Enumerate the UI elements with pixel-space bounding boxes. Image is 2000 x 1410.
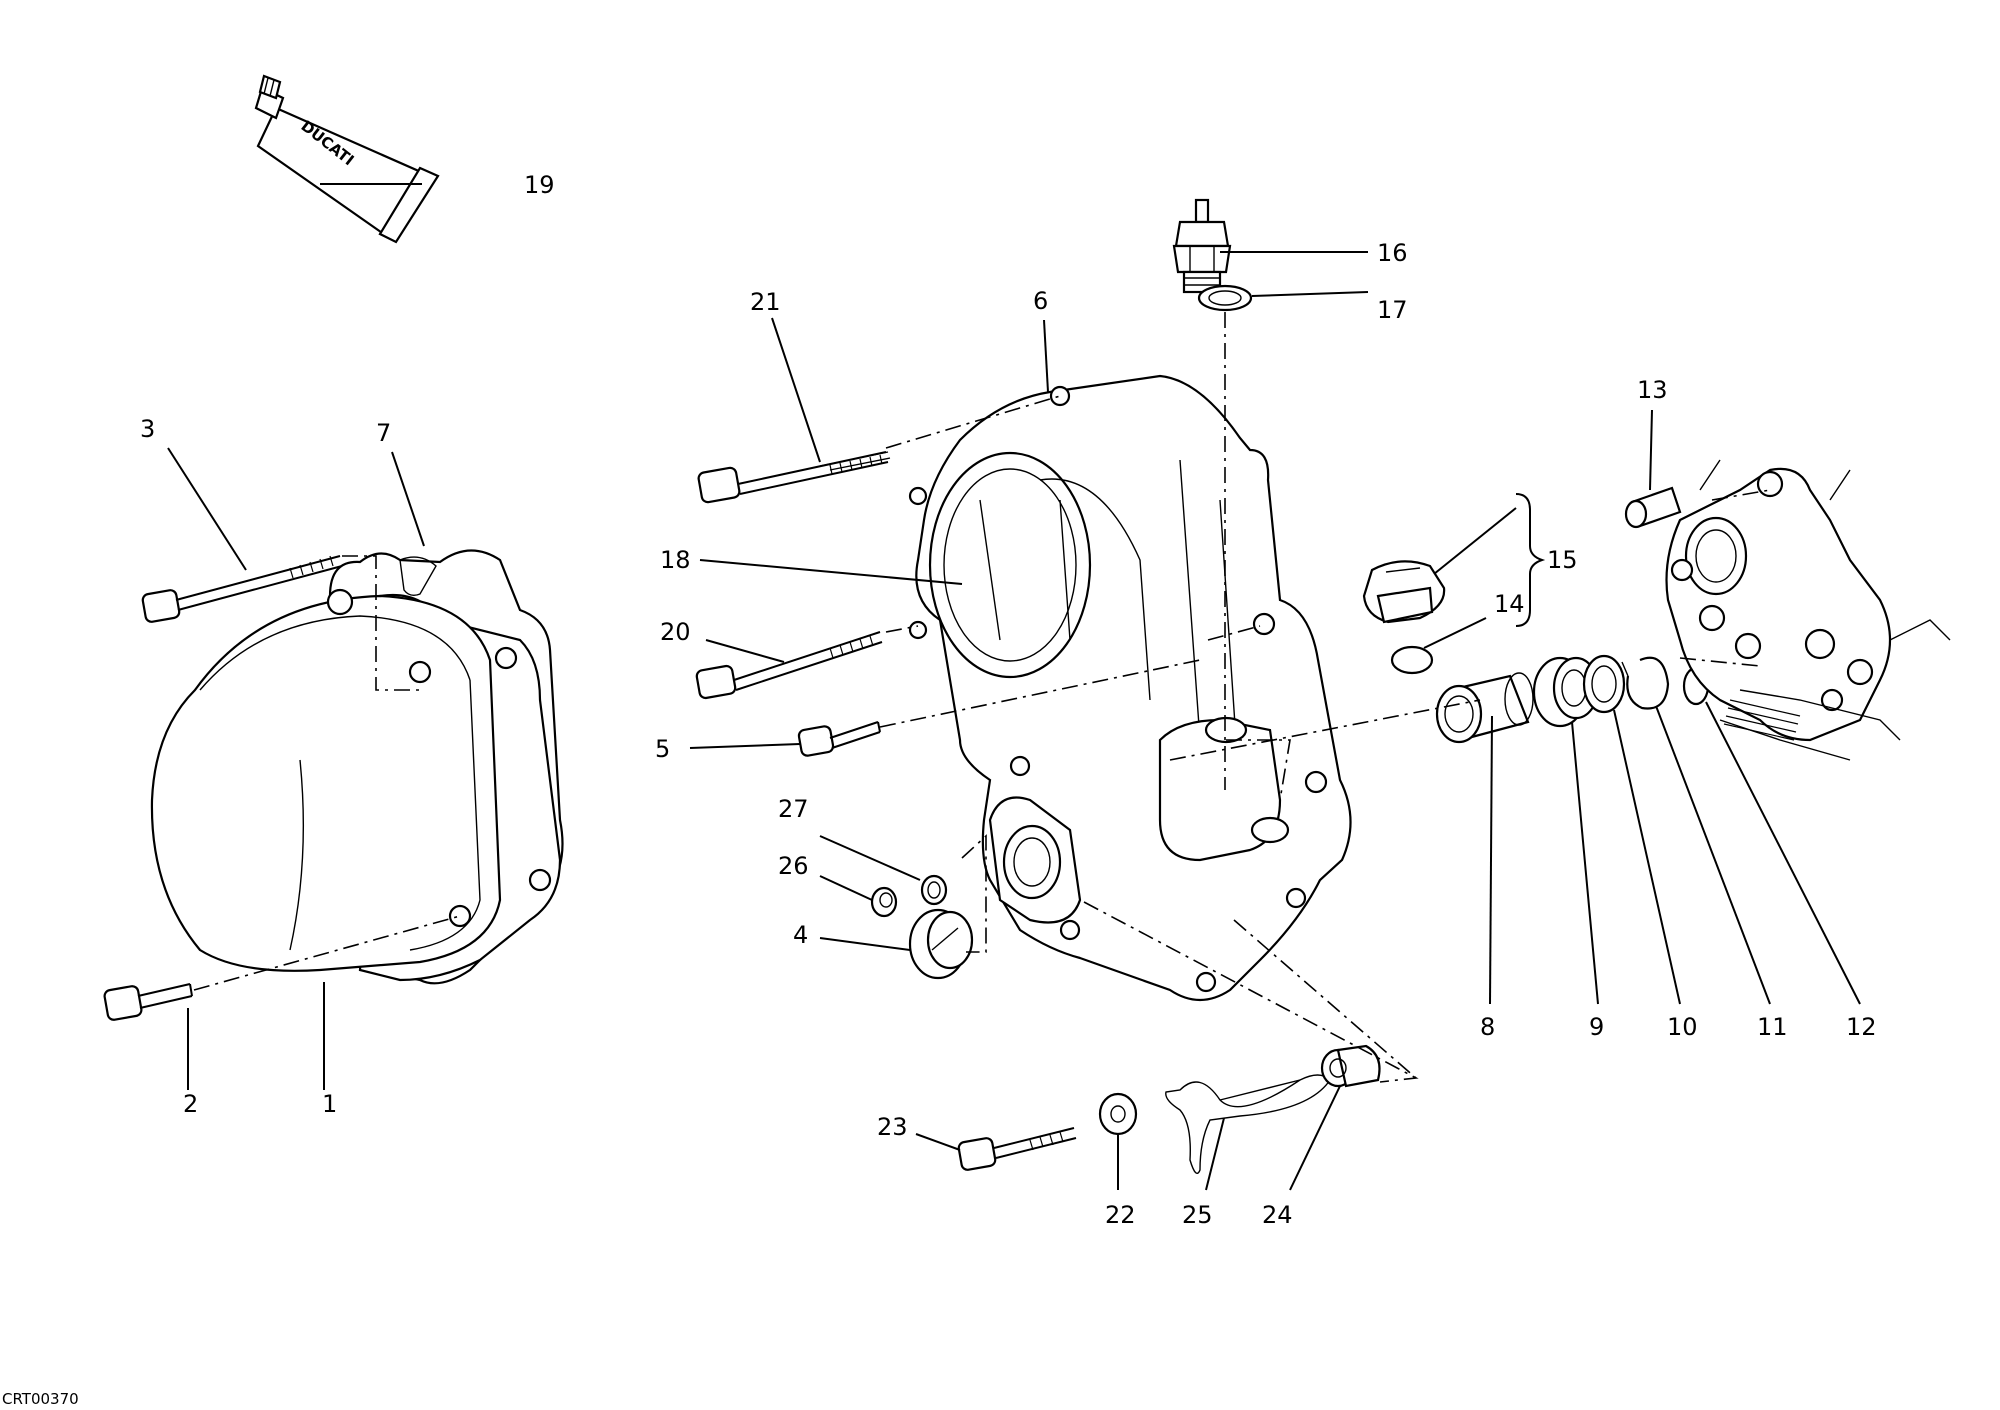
callout-16: 16 [1377, 239, 1408, 267]
leader-lines [167, 183, 1861, 1191]
callout-19: 19 [524, 171, 555, 199]
callout-12: 12 [1846, 1013, 1877, 1041]
screw-2 [103, 983, 193, 1021]
callout-8: 8 [1480, 1013, 1495, 1041]
callout-26: 26 [778, 852, 809, 880]
bushing-8 [1435, 672, 1534, 744]
callout-4: 4 [793, 921, 808, 949]
filler-plug [1362, 560, 1446, 624]
callout-14: 14 [1494, 590, 1525, 618]
callout-23: 23 [877, 1113, 908, 1141]
callout-labels: 1 2 3 4 5 6 7 8 9 10 11 12 13 14 15 16 1… [140, 171, 1877, 1229]
callout-15: 15 [1547, 546, 1578, 574]
washer-22 [1098, 1092, 1138, 1136]
callout-25: 25 [1182, 1201, 1213, 1229]
callout-7: 7 [376, 419, 391, 447]
sealing-washer [1197, 284, 1253, 312]
long-screw-21 [697, 451, 891, 504]
plug-26 [870, 886, 898, 918]
callout-5: 5 [655, 735, 670, 763]
group-brace [1515, 493, 1546, 627]
clutch-cover [150, 588, 562, 982]
callout-6: 6 [1033, 287, 1048, 315]
oil-pressure-switch [1172, 198, 1232, 294]
screw-3 [141, 555, 343, 623]
callout-24: 24 [1262, 1201, 1293, 1229]
seal-9 [1532, 656, 1600, 728]
callout-3: 3 [140, 415, 155, 443]
callout-11: 11 [1757, 1013, 1788, 1041]
callout-17: 17 [1377, 296, 1408, 324]
screw-5 [797, 721, 881, 757]
assembly-lines [193, 312, 1771, 1083]
dowel-13 [1624, 486, 1682, 529]
callout-18: 18 [660, 546, 691, 574]
washer-27 [920, 874, 948, 906]
sealant-tube: DUCATI [254, 74, 440, 244]
oil-seal-4 [908, 908, 974, 980]
callout-22: 22 [1105, 1201, 1136, 1229]
screw-20 [695, 631, 883, 700]
wire-clip-25 [1165, 1074, 1331, 1174]
screw-23 [957, 1127, 1077, 1171]
o-ring-14 [1390, 645, 1434, 675]
crankcase-background [1665, 459, 1951, 761]
callout-20: 20 [660, 618, 691, 646]
diagram-code: CRT00370 [2, 1390, 79, 1408]
circlip-11 [1621, 656, 1670, 710]
callout-27: 27 [778, 795, 809, 823]
callout-9: 9 [1589, 1013, 1604, 1041]
callout-1: 1 [322, 1090, 337, 1118]
washer-10 [1582, 654, 1626, 714]
bushing-24 [1320, 1044, 1381, 1088]
crankcase-cover [908, 374, 1352, 1001]
callout-2: 2 [183, 1090, 198, 1118]
callout-10: 10 [1667, 1013, 1698, 1041]
callout-21: 21 [750, 288, 781, 316]
callout-13: 13 [1637, 376, 1668, 404]
